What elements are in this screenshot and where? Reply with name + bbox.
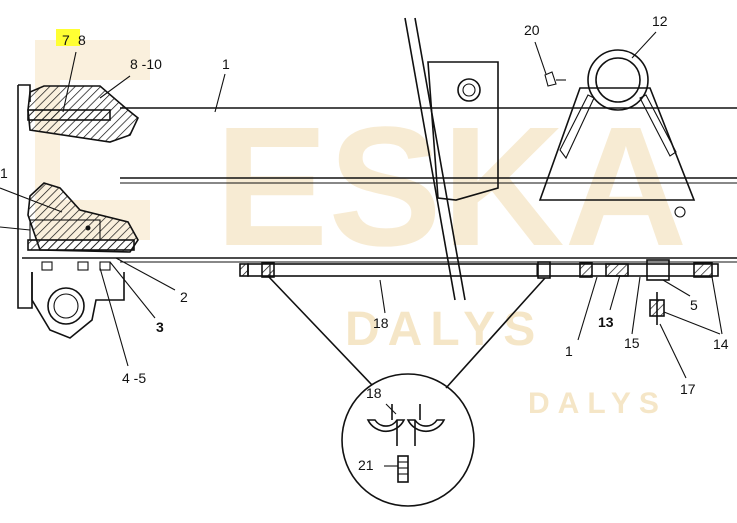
watermark-big: ESKA (215, 92, 687, 282)
label-13: 13 (598, 314, 614, 330)
label-3: 3 (156, 319, 164, 335)
watermark: ESKA DALYS DALYS (35, 40, 687, 420)
label-2: 2 (180, 289, 188, 305)
label-1: 1 (222, 56, 230, 72)
label-15: 15 (624, 335, 640, 351)
label-5: 5 (690, 297, 698, 313)
tie-rod (239, 259, 719, 325)
label-11: 1 (0, 165, 8, 181)
label-16: 1 (565, 343, 573, 359)
left-end-bracket (0, 84, 139, 339)
saddle-bracket (538, 49, 696, 218)
label-4-5: 4 -5 (122, 370, 146, 386)
leader-lines (0, 31, 723, 379)
label-14: 14 (713, 336, 729, 352)
label-18: 18 (373, 315, 389, 331)
center-vertical-bracket (404, 17, 499, 301)
label-20: 20 (524, 22, 540, 38)
label-7-highlight (56, 29, 80, 46)
label-7: 7 (62, 32, 70, 48)
label-8-10: 8 -10 (130, 56, 162, 72)
part-labels: 7 8 8 -10 1 20 12 1 2 3 4 -5 18 13 1 15 … (0, 13, 729, 473)
label-17: 17 (680, 381, 696, 397)
detail-callout (267, 275, 546, 507)
label-8: 8 (78, 32, 86, 48)
label-21: 21 (358, 457, 374, 473)
watermark-small: DALYS (528, 387, 667, 420)
watermark-mid: DALYS (345, 303, 543, 356)
label-18-detail: 18 (366, 385, 382, 401)
main-beam (22, 107, 737, 263)
label-12: 12 (652, 13, 668, 29)
